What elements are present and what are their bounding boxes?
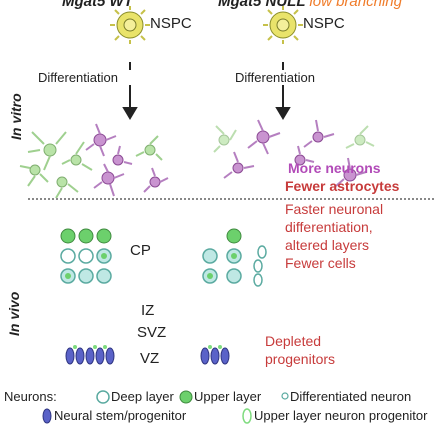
iz-label: IZ (141, 302, 155, 319)
legend-deep-layer-text: Deep layer (111, 389, 174, 404)
wt-header: Mgat5 WT (62, 0, 133, 10)
nspc-cell-icon (110, 6, 150, 44)
legend-deep-layer-icon (96, 390, 110, 404)
wt-progenitor-cells (65, 347, 115, 365)
more-neurons-text: More neurons (288, 160, 381, 176)
depleted-line-1: Depleted (265, 333, 322, 349)
null-progenitor-cells (200, 347, 230, 365)
legend-upper-layer-icon (179, 390, 193, 404)
svz-label: SVZ (137, 324, 167, 341)
legend-differentiated-text: Differentiated neuron (290, 389, 412, 404)
fewer-astrocytes-text: Fewer astrocytes (285, 178, 400, 194)
depleted-line-2: progenitors (265, 351, 336, 367)
nspc-label-wt: NSPC (150, 15, 192, 32)
arrow-down-icon (122, 85, 138, 120)
finding-2: differentiation, (285, 219, 373, 235)
findings-block: Faster neuronal differentiation, altered… (285, 200, 383, 272)
differentiation-label-wt: Differentiation (38, 70, 118, 85)
finding-4: Fewer cells (285, 255, 356, 271)
legend-upper-layer-text: Upper layer (194, 389, 262, 404)
depleted-block: Depleted progenitors (265, 332, 335, 368)
wt-progenitor-dots (73, 345, 107, 349)
nspc-cell-icon-null (263, 6, 303, 44)
wt-cell-cluster (19, 123, 169, 199)
nspc-label-null: NSPC (303, 15, 345, 32)
legend-stem-icon (42, 408, 52, 424)
arrow-down-icon-null (275, 85, 291, 120)
legend-neurons-label: Neurons: (4, 389, 57, 404)
null-header-highlight: low branching (309, 0, 402, 10)
legend-differentiated-icon (281, 392, 289, 400)
cp-label: CP (130, 242, 151, 259)
legend-stem-text: Neural stem/progenitor (54, 408, 187, 423)
finding-1: Faster neuronal (285, 201, 384, 217)
null-progenitor-dots (208, 345, 222, 349)
null-cortex-cells (202, 228, 267, 287)
finding-3: altered layers (285, 237, 370, 253)
null-header-main: Mgat5 NULL (218, 0, 306, 10)
section-divider (28, 198, 434, 200)
null-cell-cluster (213, 119, 375, 187)
vz-label: VZ (140, 350, 160, 367)
differentiation-label-null: Differentiation (235, 70, 315, 85)
null-header: Mgat5 NULL low branching (218, 0, 402, 10)
legend-upper-progenitor-icon (242, 408, 252, 424)
wt-cortex-cells (60, 228, 112, 284)
legend-upper-progenitor-text: Upper layer neuron progenitor (254, 408, 428, 423)
